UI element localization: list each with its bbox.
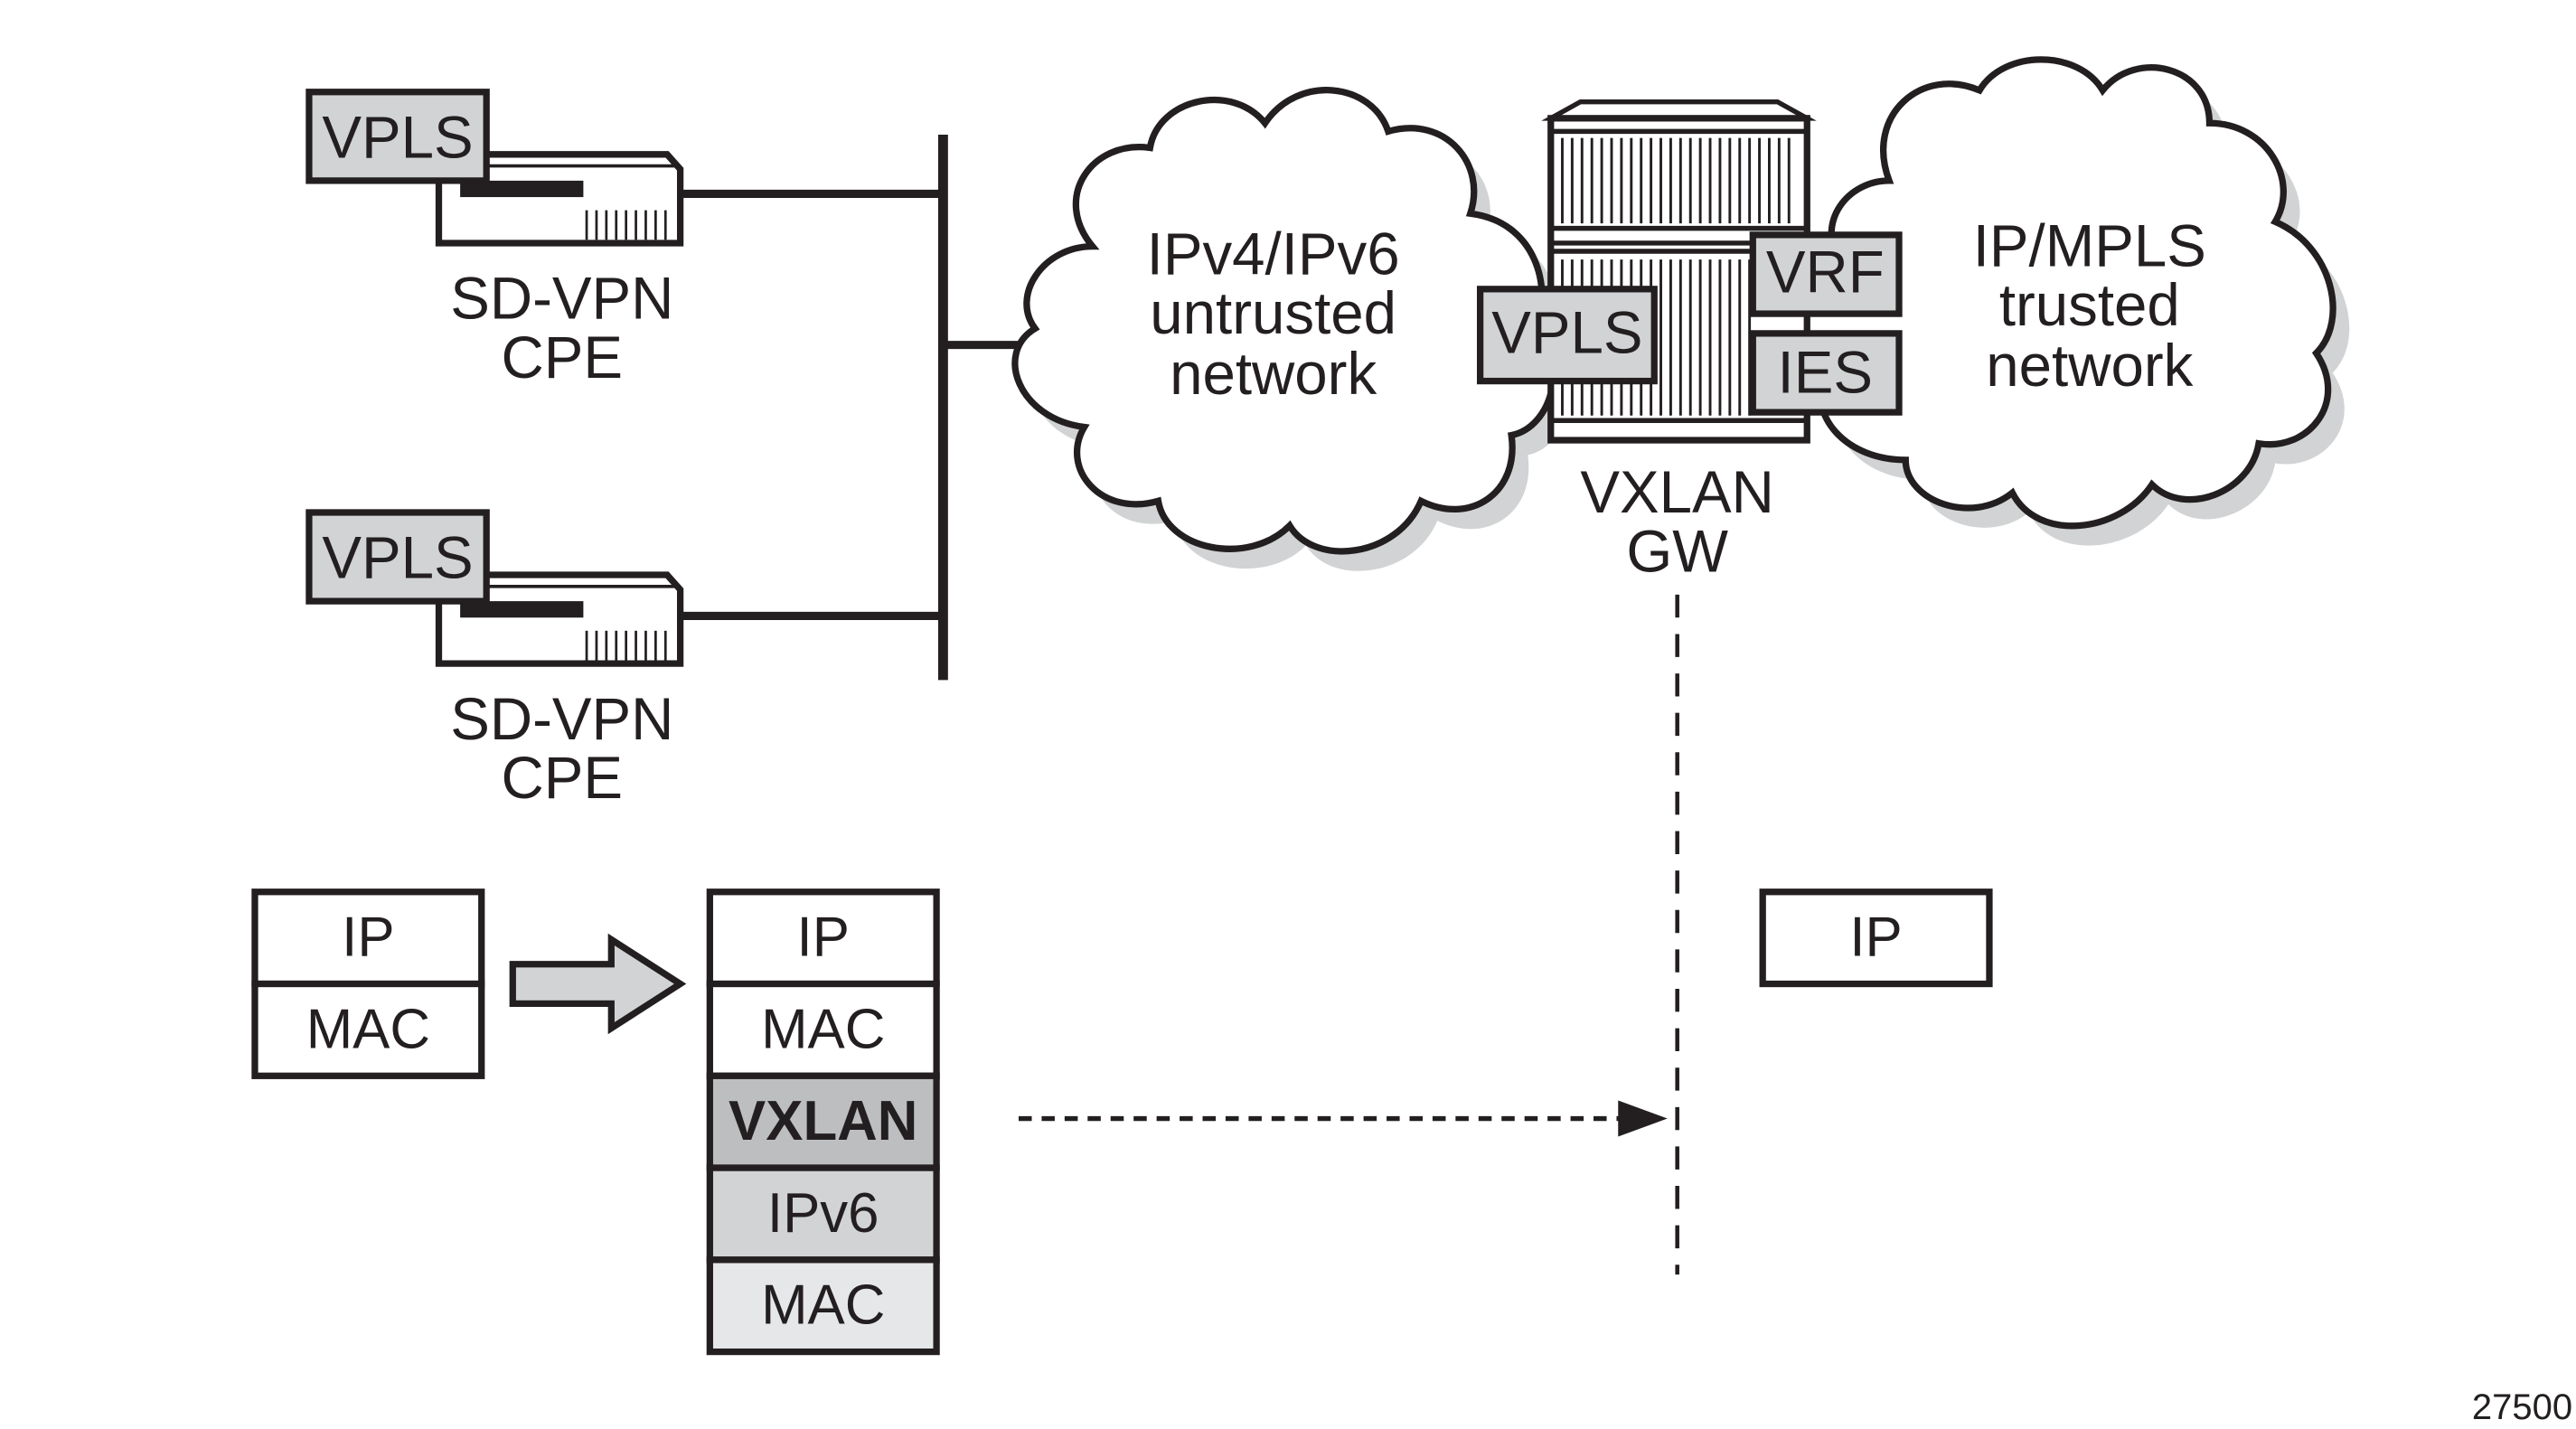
encap-inner-ip-header xyxy=(706,888,940,988)
encap-outer-mac-label: MAC xyxy=(761,1274,885,1337)
decapsulated-packet-stack: IP xyxy=(1759,888,1993,988)
cloud-outline xyxy=(1011,87,1557,555)
trusted-cloud-line2: trusted xyxy=(1999,272,2180,338)
cpe-1-label-line1: SD-VPN xyxy=(450,266,673,332)
encap-vxlan-header xyxy=(706,1072,940,1171)
original-mac-label: MAC xyxy=(306,998,430,1060)
untrusted-cloud-line2: untrusted xyxy=(1150,280,1396,346)
tunnel-flow-arrow xyxy=(1018,1100,1668,1137)
encap-outer-mac-header xyxy=(706,1256,940,1356)
gateway-vpls-label: VPLS xyxy=(1491,300,1642,366)
gateway-label-line1: VXLAN xyxy=(1580,459,1773,525)
encap-inner-ip-label: IP xyxy=(797,907,850,969)
cpe-1-vpls-label: VPLS xyxy=(322,104,473,170)
cpe-2-vpls-label: VPLS xyxy=(322,525,473,591)
untrusted-network-cloud: IPv4/IPv6 untrusted network xyxy=(1011,87,1570,571)
gateway-vpls-box: VPLS xyxy=(1476,286,1658,385)
original-packet-stack: IP MAC xyxy=(251,888,485,1079)
gateway-vrf-label: VRF xyxy=(1766,239,1885,305)
encapsulated-packet-stack: IP MAC VXLAN IPv6 MAC xyxy=(706,888,940,1356)
vxlan-gateway: VPLS VRF IES VXLAN GW xyxy=(1476,99,1903,584)
cpe-1-vpls-box: VPLS xyxy=(306,89,490,184)
trusted-network-cloud: IP/MPLS trusted network xyxy=(1796,56,2350,546)
decap-ip-label: IP xyxy=(1849,907,1902,969)
cpe-2-label-line1: SD-VPN xyxy=(450,686,673,752)
encapsulation-arrow-icon xyxy=(509,933,687,1035)
figure-id: 27500 xyxy=(2472,1387,2572,1427)
gateway-ies-label: IES xyxy=(1778,339,1873,405)
cpe-device-1: VPLS SD-VPN CPE xyxy=(306,89,944,390)
original-ip-label: IP xyxy=(342,907,394,969)
cpe-device-2: VPLS SD-VPN CPE xyxy=(306,509,944,811)
original-ip-header xyxy=(251,888,485,988)
gateway-vrf-box: VRF xyxy=(1749,231,1903,317)
arrowhead-icon xyxy=(1618,1100,1668,1137)
trusted-cloud-line3: network xyxy=(1986,333,2193,399)
cpe-1-label-line2: CPE xyxy=(502,324,624,390)
original-mac-header xyxy=(251,980,485,1079)
cpe-2-vpls-box: VPLS xyxy=(306,509,490,605)
gateway-label-line2: GW xyxy=(1626,518,1728,584)
encap-inner-mac-label: MAC xyxy=(761,998,885,1060)
cpe-2-label-line2: CPE xyxy=(502,745,624,811)
untrusted-cloud-line1: IPv4/IPv6 xyxy=(1147,221,1400,287)
encap-inner-mac-header xyxy=(706,980,940,1079)
trusted-cloud-line1: IP/MPLS xyxy=(1973,212,2206,278)
decap-ip-header xyxy=(1759,888,1993,988)
gateway-ies-box: IES xyxy=(1749,330,1903,416)
encap-outer-ipv6-label: IPv6 xyxy=(767,1182,879,1245)
encap-vxlan-label: VXLAN xyxy=(729,1090,917,1152)
untrusted-cloud-line3: network xyxy=(1170,341,1377,407)
